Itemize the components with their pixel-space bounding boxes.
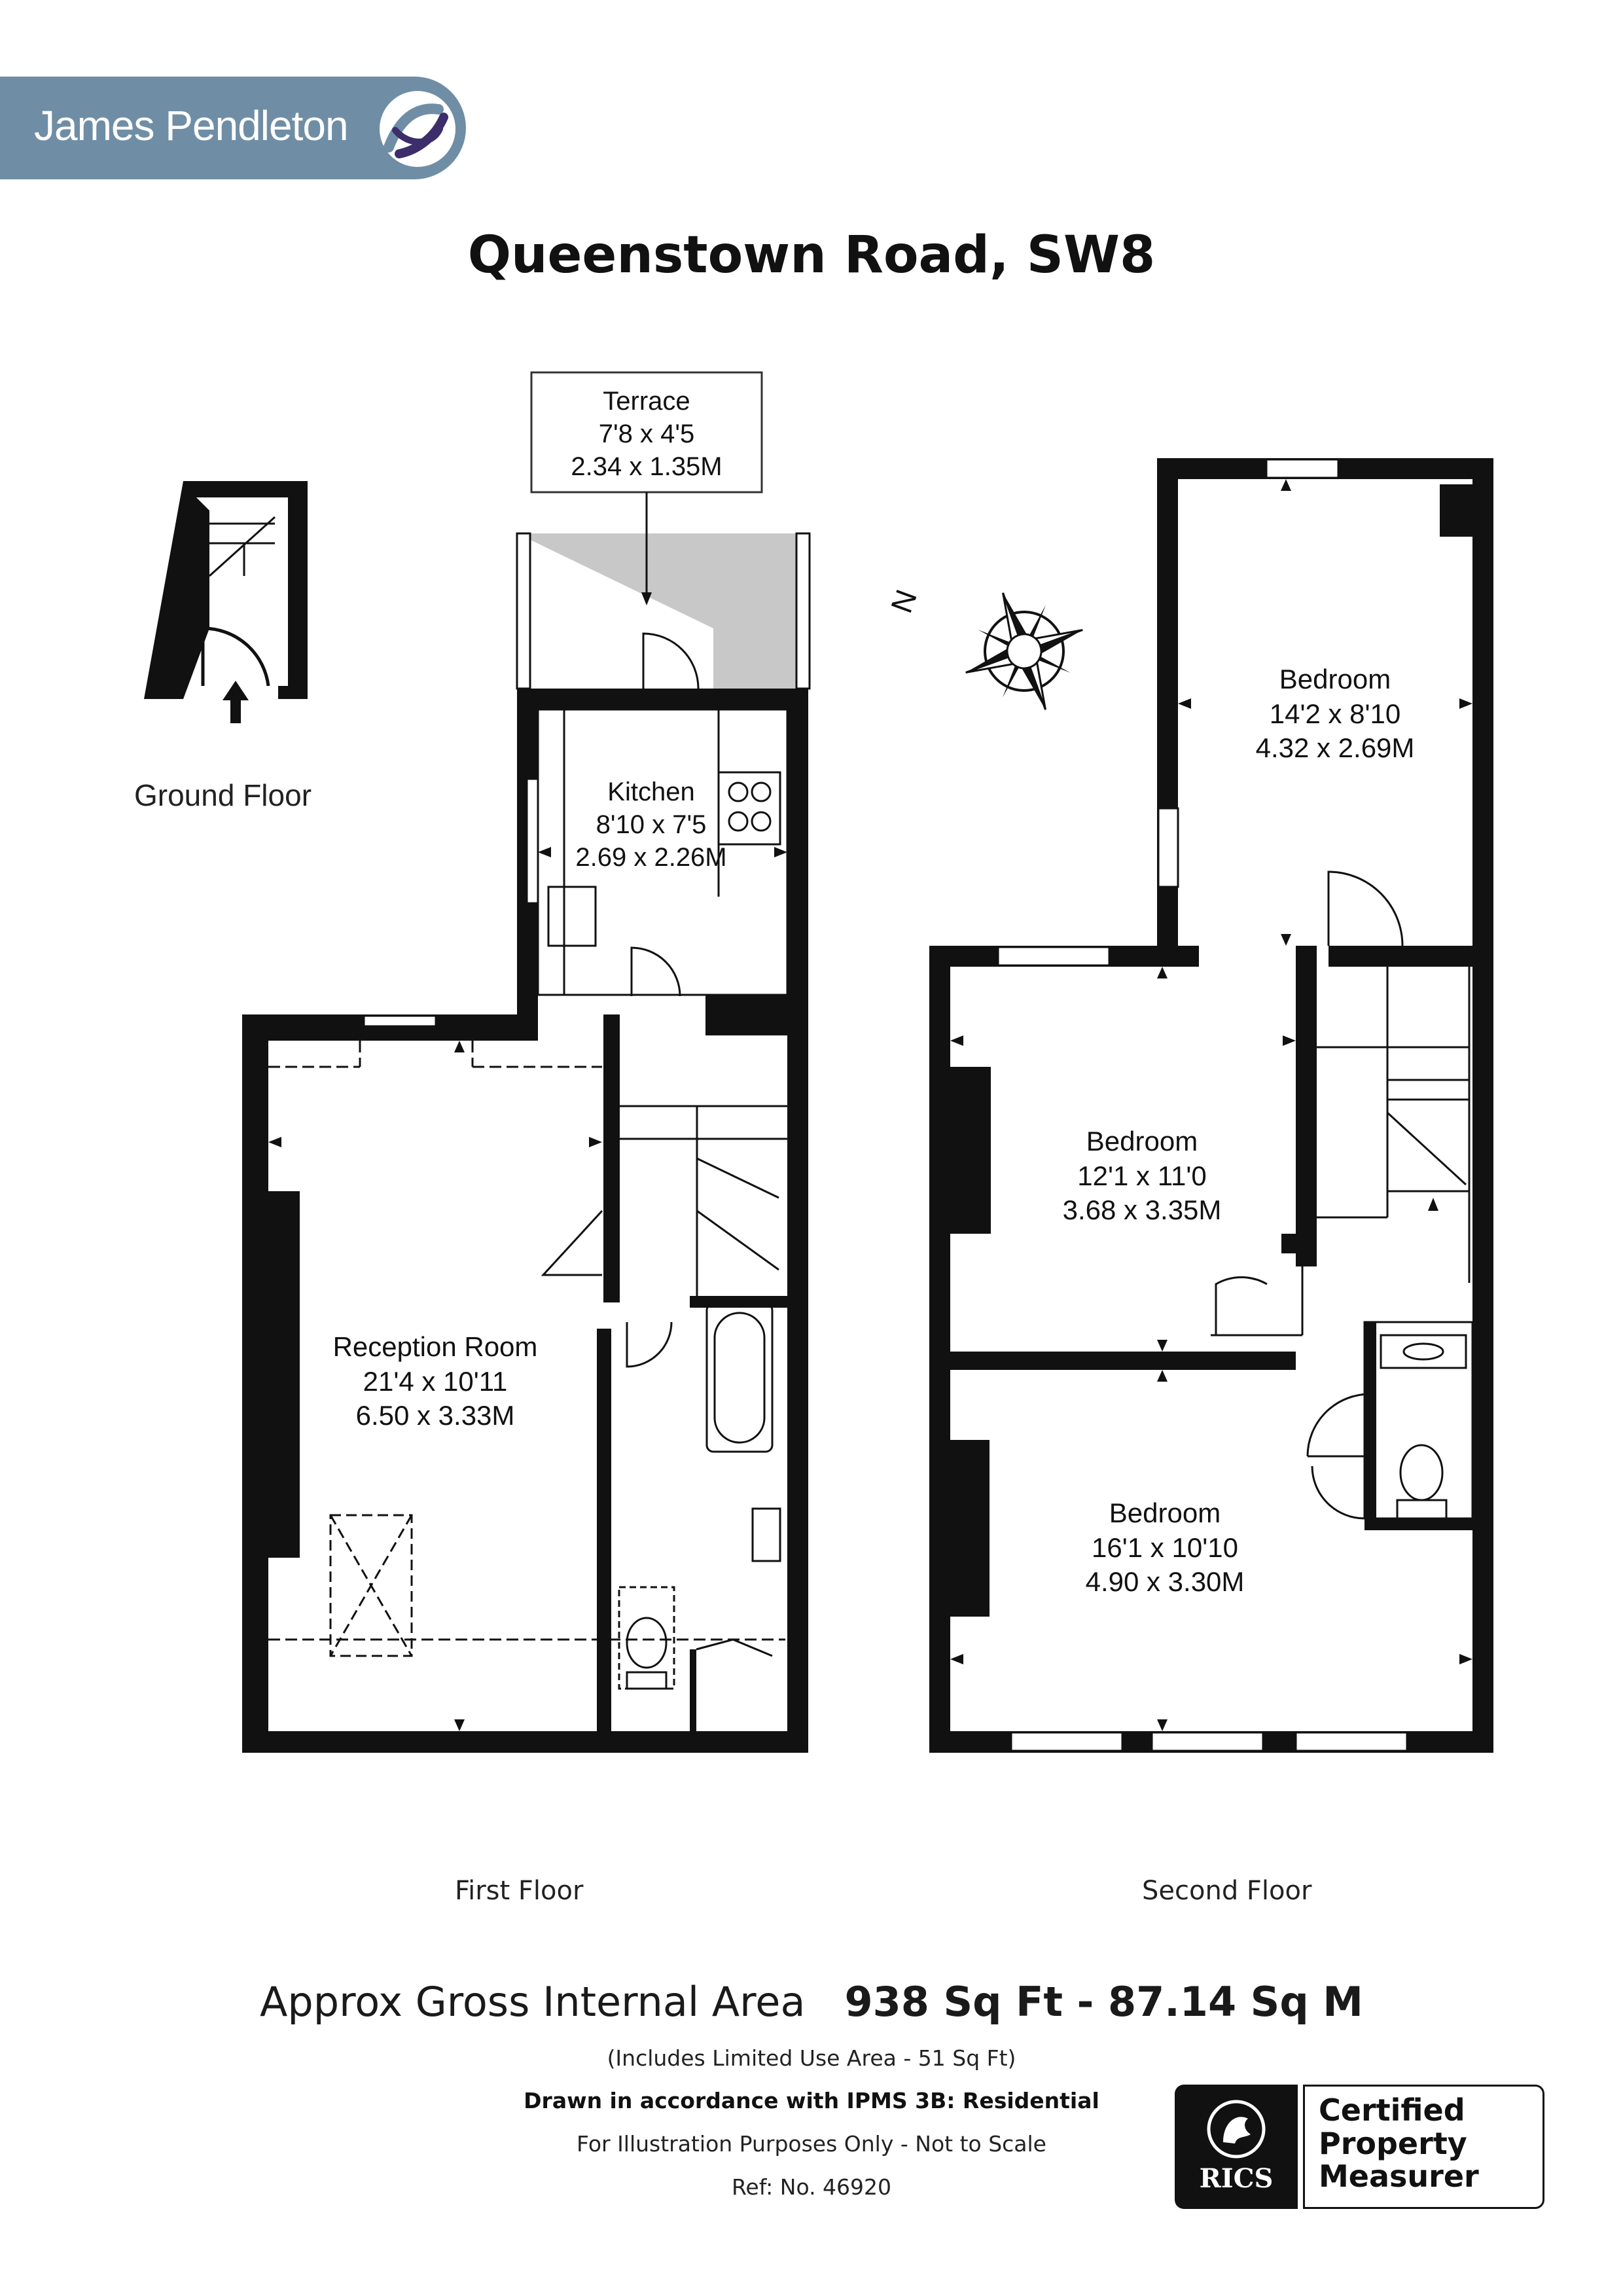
- room-label-kitchen: Kitchen 8'10 x 7'5 2.69 x 2.26M: [563, 776, 740, 874]
- room-name: Bedroom: [1109, 1498, 1221, 1528]
- room-dim-imperial: 12'1 x 11'0: [1077, 1160, 1207, 1191]
- reference-number: Ref: No. 46920: [731, 2174, 892, 2200]
- ground-floor-plan: [144, 481, 308, 723]
- room-dim-metric: 3.68 x 3.35M: [1062, 1194, 1222, 1225]
- floor-label-first: First Floor: [455, 1876, 584, 1906]
- dimension-arrows: [268, 479, 1472, 1731]
- room-dim-metric: 6.50 x 3.33M: [355, 1400, 515, 1431]
- room-name: Bedroom: [1279, 664, 1391, 694]
- limited-use-note: (Includes Limited Use Area - 51 Sq Ft): [607, 2045, 1016, 2071]
- area-value: 938 Sq Ft - 87.14 Sq M: [844, 1978, 1363, 2026]
- room-name: Reception Room: [332, 1331, 538, 1362]
- room-label-terrace: Terrace 7'8 x 4'5 2.34 x 1.35M: [531, 385, 762, 483]
- room-name: Kitchen: [607, 778, 695, 806]
- room-dim-imperial: 7'8 x 4'5: [598, 420, 695, 448]
- page-title: Queenstown Road, SW8: [467, 226, 1156, 285]
- room-dim-imperial: 21'4 x 10'11: [363, 1365, 508, 1397]
- room-dim-metric: 4.32 x 2.69M: [1255, 732, 1415, 763]
- room-name: Bedroom: [1086, 1126, 1198, 1157]
- room-dim-metric: 2.69 x 2.26M: [575, 843, 727, 872]
- room-dim-metric: 2.34 x 1.35M: [571, 452, 722, 481]
- area-summary: Approx Gross Internal Area 938 Sq Ft - 87…: [0, 1978, 1623, 2026]
- first-floor-fixtures: [268, 632, 789, 1690]
- brand-name: James Pendleton: [34, 102, 349, 149]
- rics-wordmark: RICS: [1199, 2163, 1274, 2194]
- disclaimer-note: For Illustration Purposes Only - Not to …: [577, 2131, 1046, 2157]
- lion-crest-icon: [1207, 2100, 1266, 2159]
- room-label-reception: Reception Room 21'4 x 10'11 6.50 x 3.33M: [308, 1330, 563, 1433]
- rics-certification-text: Certified Property Measurer: [1319, 2094, 1535, 2193]
- rics-line-3: Measurer: [1319, 2159, 1479, 2195]
- standard-note: Drawn in accordance with IPMS 3B: Reside…: [524, 2088, 1099, 2113]
- rics-mark: [1175, 2085, 1298, 2209]
- room-name: Terrace: [603, 387, 690, 416]
- room-dim-metric: 4.90 x 3.30M: [1085, 1566, 1245, 1597]
- room-dim-imperial: 14'2 x 8'10: [1269, 698, 1401, 729]
- area-label: Approx Gross Internal Area: [260, 1978, 806, 2026]
- rics-line-2: Property: [1319, 2125, 1467, 2161]
- first-floor-plan: [242, 689, 808, 1753]
- rics-line-1: Certified: [1319, 2092, 1465, 2128]
- room-label-bedroom-top: Bedroom 14'2 x 8'10 4.32 x 2.69M: [1237, 662, 1433, 766]
- second-floor-fixtures: [997, 458, 1474, 1752]
- room-dim-imperial: 16'1 x 10'10: [1092, 1532, 1238, 1563]
- floor-label-ground: Ground Floor: [134, 778, 312, 812]
- terrace-plan: [516, 371, 811, 690]
- rics-badge: RICS Certified Property Measurer: [1175, 2085, 1544, 2209]
- room-label-bedroom-bottom: Bedroom 16'1 x 10'10 4.90 x 3.30M: [1067, 1496, 1263, 1600]
- room-label-bedroom-mid: Bedroom 12'1 x 11'0 3.68 x 3.35M: [1044, 1124, 1240, 1228]
- compass-rose-icon: [965, 592, 1083, 710]
- swoosh-logo-icon: [380, 91, 455, 167]
- rics-certification-box: [1303, 2085, 1544, 2209]
- floor-label-second: Second Floor: [1142, 1876, 1312, 1906]
- room-dim-imperial: 8'10 x 7'5: [596, 810, 707, 839]
